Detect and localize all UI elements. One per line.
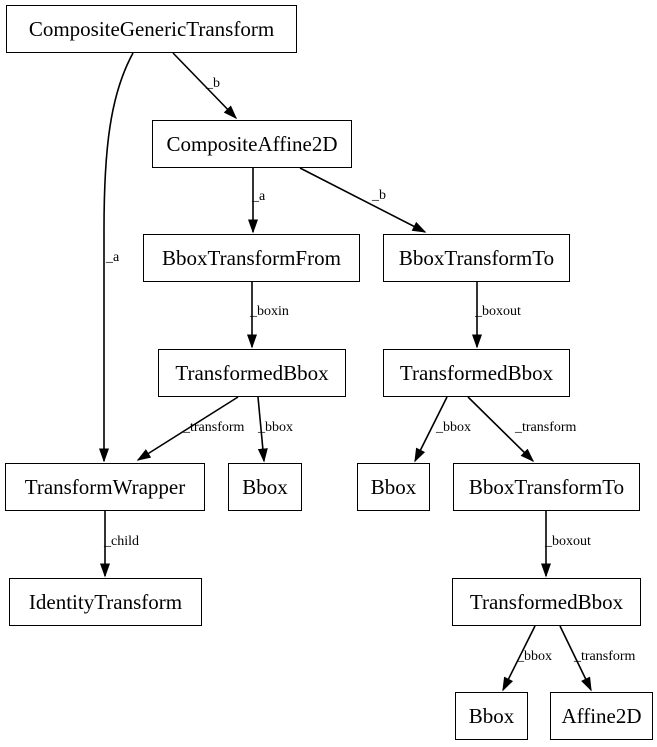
edge-label-bbox-left: _bbox: [258, 420, 293, 435]
node-transform-wrapper: TransformWrapper: [5, 463, 205, 511]
edge-cgt-to-compositeaffine2d: [172, 52, 238, 120]
node-bbox-transform-from: BboxTransformFrom: [143, 234, 360, 282]
edge-label-b-mid: _b: [372, 188, 386, 203]
node-transformed-bbox-right: TransformedBbox: [383, 349, 570, 397]
node-bbox-transform-to-upper: BboxTransformTo: [383, 234, 570, 282]
node-bbox-transform-to-lower: BboxTransformTo: [453, 463, 640, 511]
edge-label-bbox-bottom: _bbox: [517, 649, 552, 664]
node-bbox-middle: Bbox: [357, 463, 430, 511]
node-bbox-left: Bbox: [228, 463, 302, 511]
edge-label-transform-right: _transform: [515, 420, 577, 435]
node-bbox-bottom: Bbox: [455, 692, 528, 740]
edge-label-a-curve: _a: [106, 250, 120, 265]
edge-label-boxout-upper: _boxout: [475, 304, 521, 319]
node-transformed-bbox-bottom: TransformedBbox: [452, 578, 641, 626]
node-identity-transform: IdentityTransform: [9, 578, 202, 626]
node-composite-affine2d: CompositeAffine2D: [152, 120, 352, 168]
edge-label-a-mid: _a: [252, 189, 266, 204]
edge-label-bbox-middle: _bbox: [436, 420, 471, 435]
edge-label-child: _child: [104, 534, 139, 549]
node-transformed-bbox-left: TransformedBbox: [158, 349, 346, 397]
edge-label-transform-bottom: _transform: [574, 649, 636, 664]
edge-label-b-top: _b: [206, 76, 220, 91]
node-affine2d: Affine2D: [550, 692, 653, 740]
edge-label-boxout-lower: _boxout: [545, 534, 591, 549]
edge-compositeaffine2d-to-bboxtransformto-upper: [299, 167, 427, 233]
edge-label-boxin: _boxin: [250, 304, 289, 319]
node-composite-generic-transform: CompositeGenericTransform: [6, 5, 297, 53]
edge-label-transform-left: _transform: [183, 420, 245, 435]
